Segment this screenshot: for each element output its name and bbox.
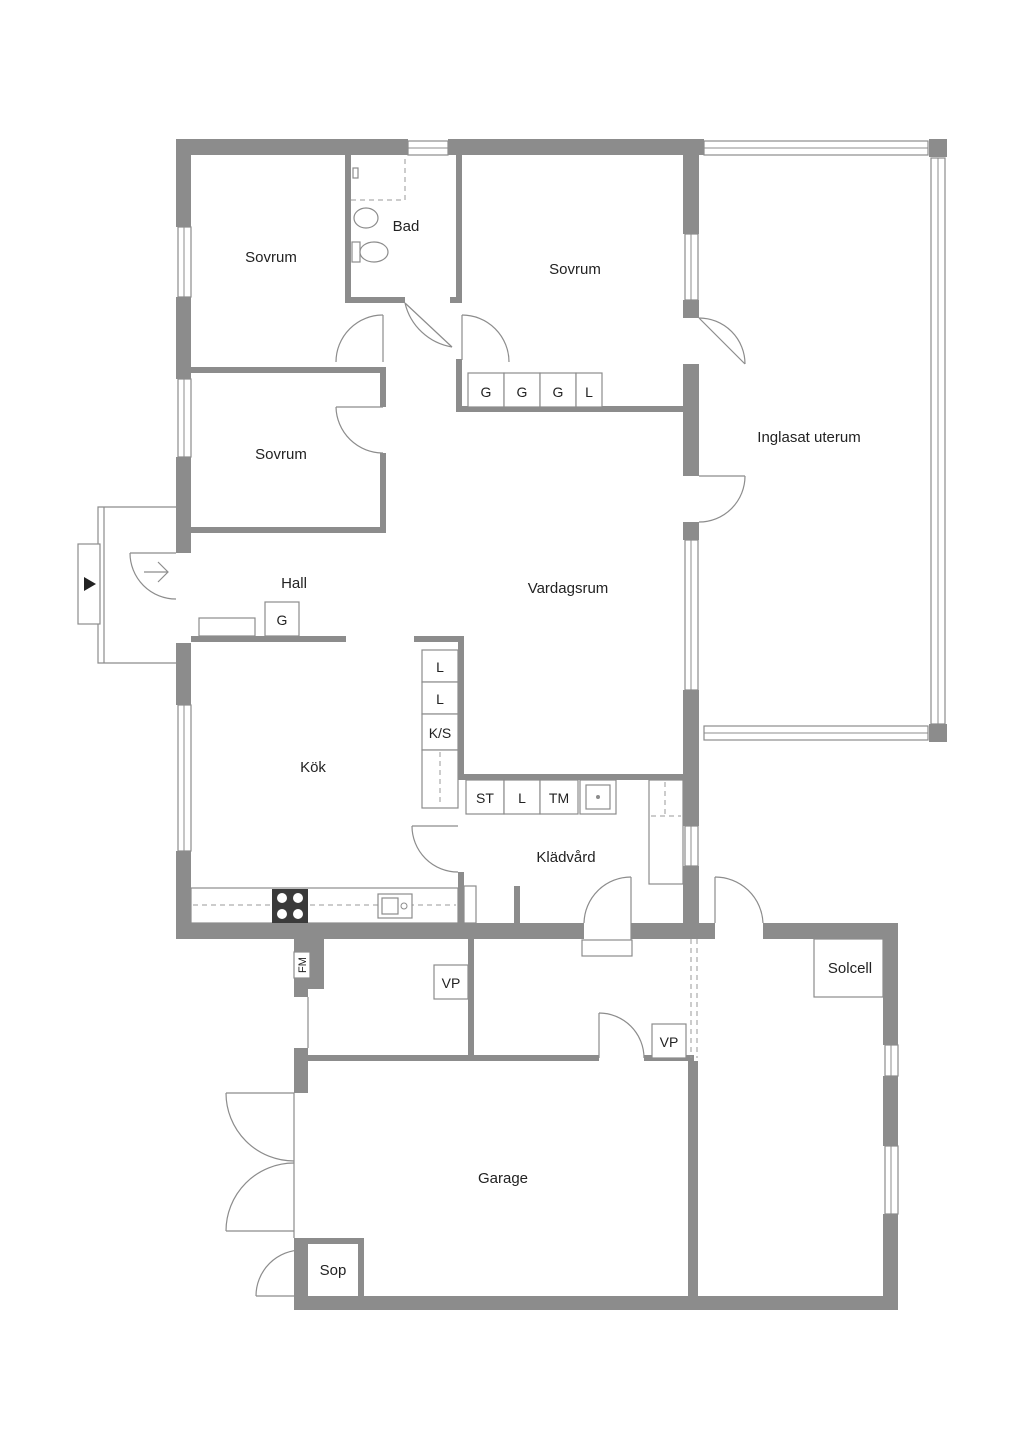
room-label-sovrum-1: Sovrum [245,249,297,266]
hall-closet: G [198,601,300,637]
room-label-bad: Bad [393,218,420,235]
sink-icon [353,207,379,229]
annex-fixtures: FM VP VP [293,938,884,1059]
entrance-arrow-icon [84,577,96,591]
room-label-hall: Hall [281,575,307,592]
annex-windows [884,1044,899,1215]
room-label-kok: Kök [300,759,326,776]
room-label-solcell: Solcell [828,960,872,977]
wardrobe-label: G [481,384,492,400]
room-label-sovrum-2: Sovrum [255,446,307,463]
vp-label: VP [660,1034,679,1050]
toilet-icon [359,241,389,263]
kitchen-column: L L K/S [421,649,459,809]
annex-walls [294,923,898,1310]
wardrobe-top: G G G L [467,372,603,408]
wardrobe-label: G [553,384,564,400]
laundry-row: ST L TM [463,779,684,924]
room-labels: Sovrum Bad Sovrum Sovrum Inglasat uterum… [245,218,872,1279]
exterior-walls [176,139,715,939]
shower-icon [352,167,359,179]
room-label-kladvard: Klädvård [536,849,595,866]
vp-label: VP [442,975,461,991]
room-label-garage: Garage [478,1170,528,1187]
wardrobe-label: G [517,384,528,400]
hall-closet-label: G [277,612,288,628]
entrance-canopy [77,506,176,664]
wardrobe-label: L [585,384,593,400]
fm-label: FM [297,957,309,973]
interior-walls [191,155,686,924]
room-label-vardagsrum: Vardagsrum [528,580,609,597]
door-swings [129,302,764,1297]
glazed-porch [703,139,947,742]
cabinet-label: K/S [429,725,452,741]
cabinet-label: L [436,659,444,675]
toilet-tank-icon [351,241,361,263]
laundry-label: L [518,790,526,806]
kitchen-counter [190,887,459,924]
house-windows [177,140,699,867]
bathroom-fixtures [351,155,406,263]
laundry-label: ST [476,790,494,806]
laundry-label: TM [549,790,569,806]
cabinet-label: L [436,691,444,707]
room-label-sovrum-3: Sovrum [549,261,601,278]
room-label-sop: Sop [320,1262,347,1279]
room-label-uterum: Inglasat uterum [757,429,860,446]
stove-icon [272,889,308,923]
